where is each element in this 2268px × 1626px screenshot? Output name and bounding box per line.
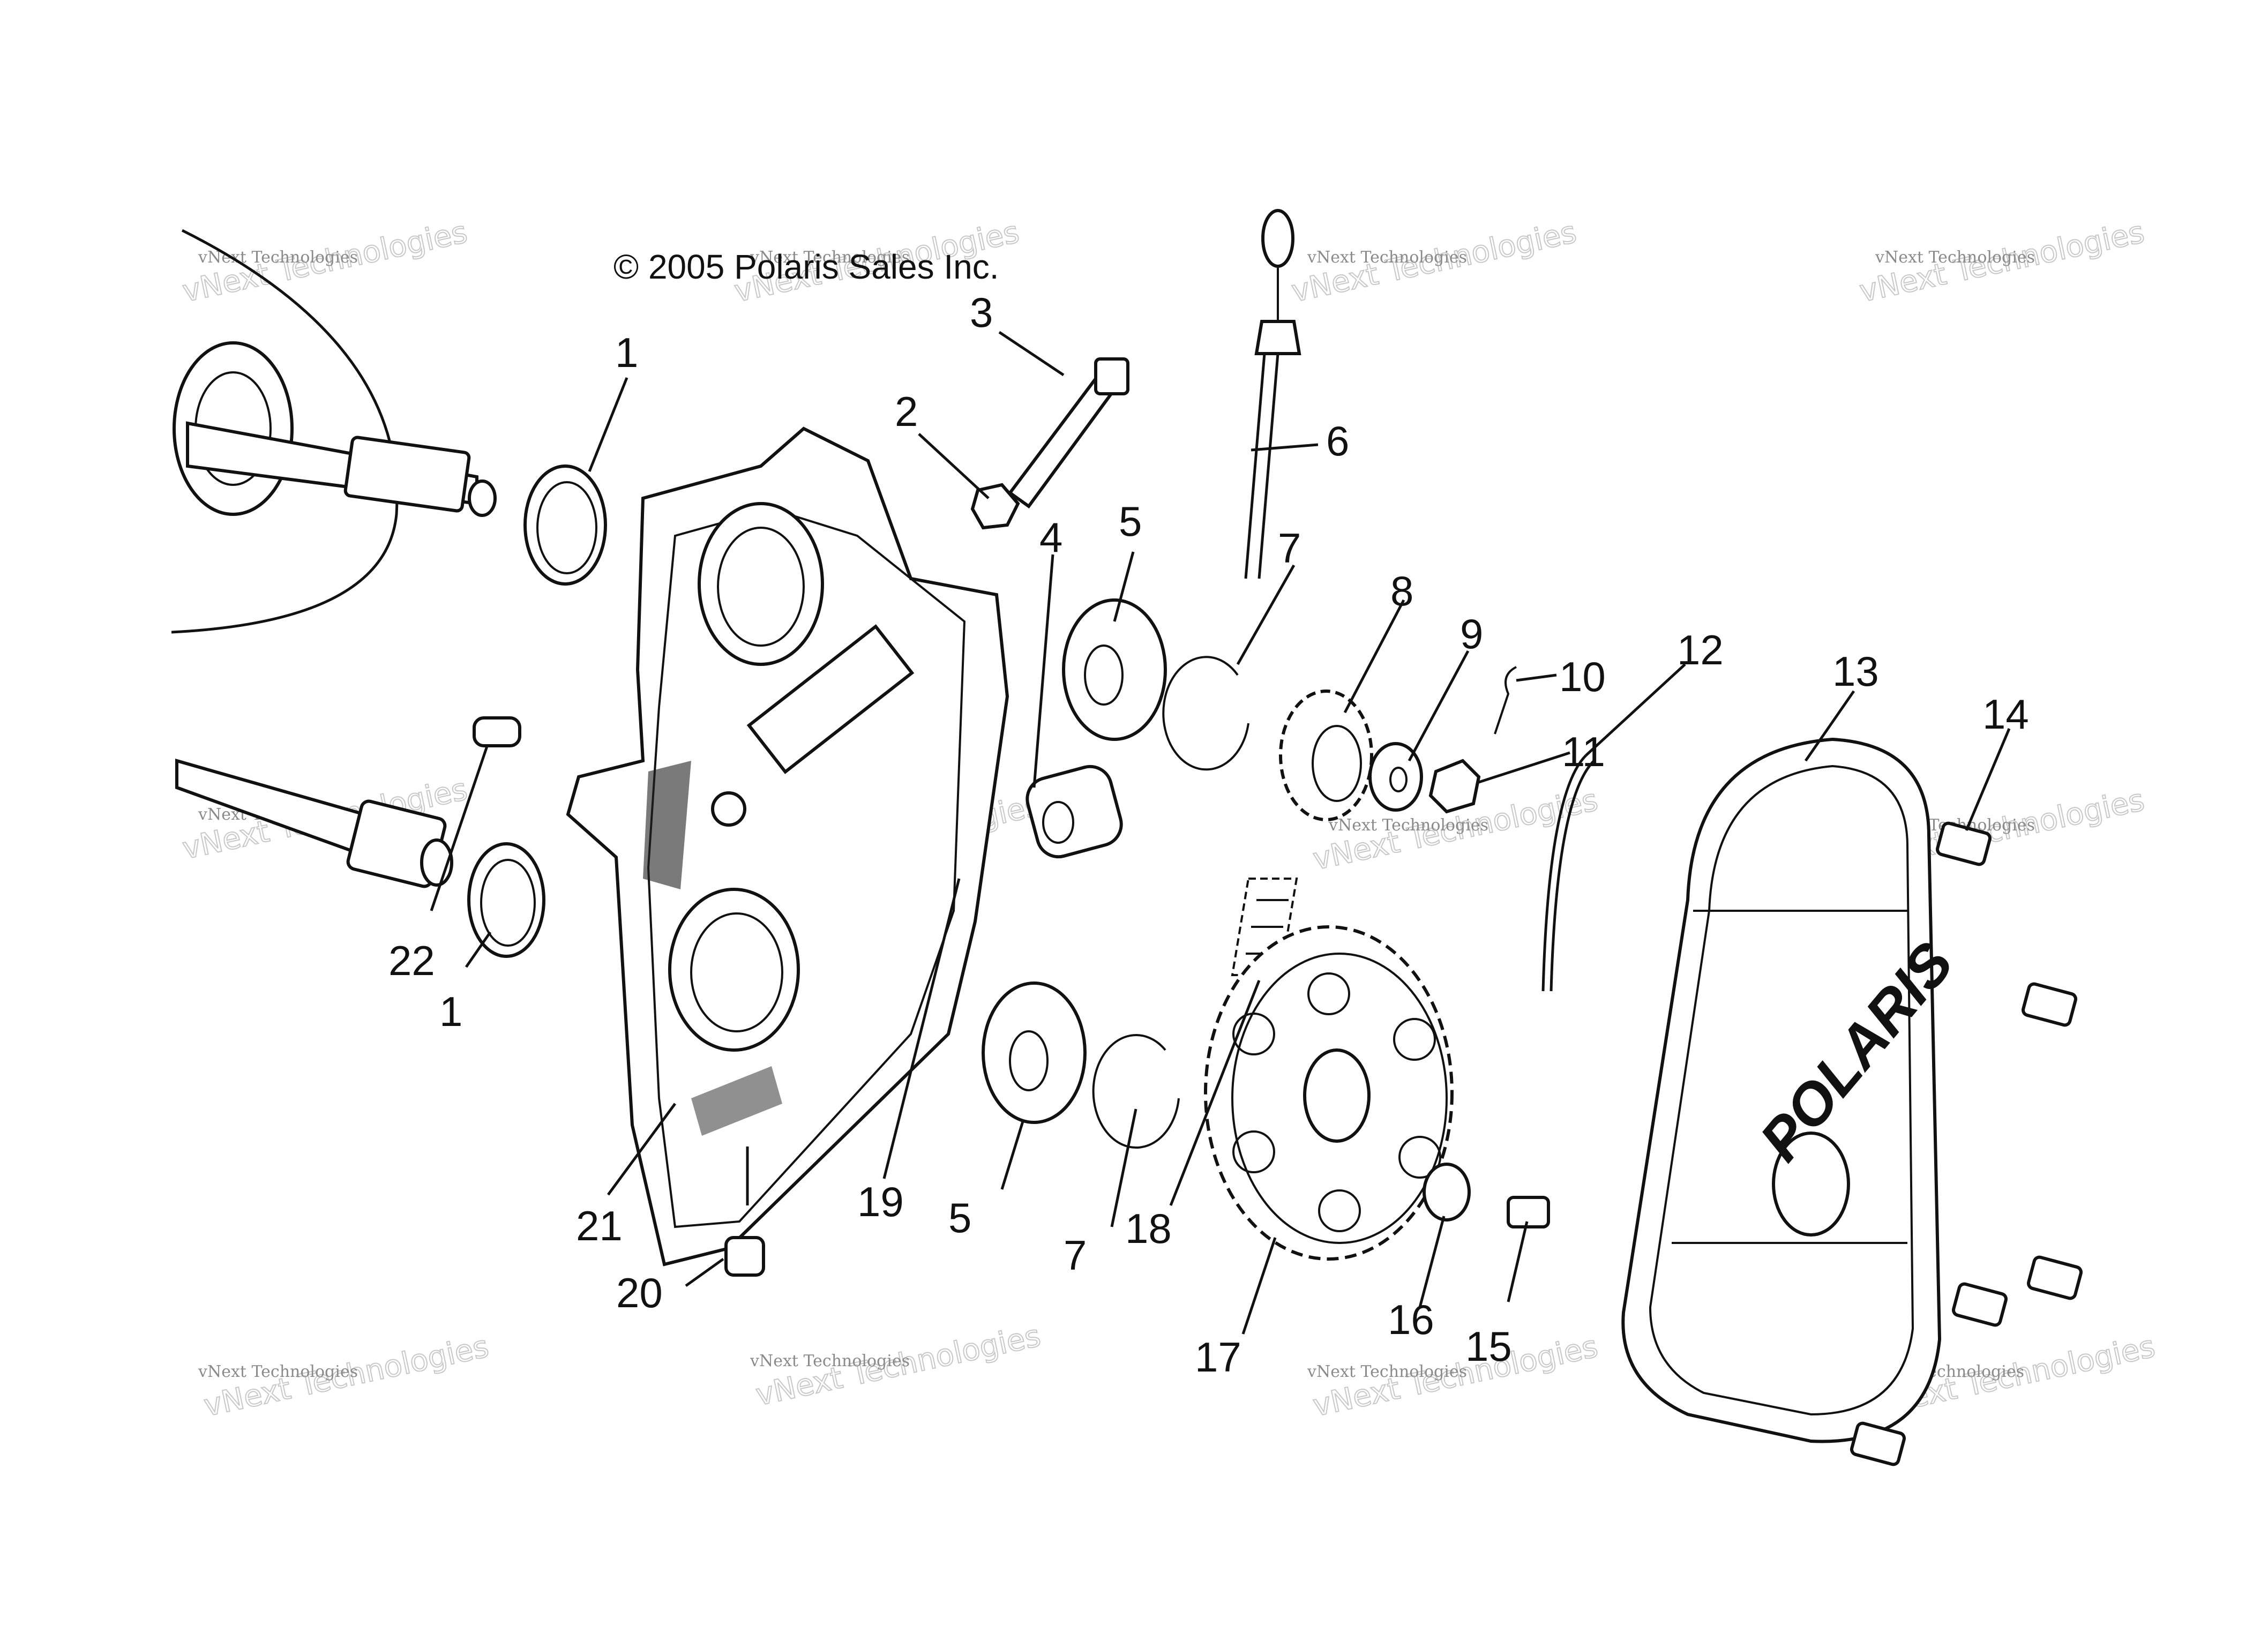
snap-ring-upper <box>1162 656 1249 771</box>
callout-19: 19 <box>857 1178 904 1225</box>
watermark-text: vNext Technologies <box>1307 1362 1467 1381</box>
gear-washer-drawing <box>1423 1163 1471 1222</box>
callout-10: 10 <box>1559 653 1606 700</box>
watermark-text: vNext Technologies <box>1328 816 1488 835</box>
leader-lines <box>430 331 2011 1335</box>
callout-7-upper: 7 <box>1278 524 1301 572</box>
bearing-lower <box>982 981 1087 1124</box>
callout-7-lower: 7 <box>1064 1232 1087 1279</box>
watermark-text: vNext Technologies <box>1875 248 2035 267</box>
callout-3: 3 <box>970 289 993 336</box>
chaincase-cover-drawing: POLARIS <box>1621 737 1966 1443</box>
cover-bolts-drawing <box>1850 821 2083 1466</box>
bearing-upper <box>1062 598 1167 741</box>
tensioner-drawing <box>1026 765 1123 859</box>
copyright-text: © 2005 Polaris Sales Inc. <box>613 248 999 286</box>
watermark-text: vNext Technologies <box>750 1352 910 1370</box>
callout-1-lower: 1 <box>439 988 462 1035</box>
callout-8: 8 <box>1390 567 1413 615</box>
callout-16: 16 <box>1388 1296 1434 1343</box>
watermark-text: vNext Technologies <box>750 248 910 267</box>
bolt-drawing <box>1007 357 1129 509</box>
callout-6: 6 <box>1326 417 1349 464</box>
callout-14: 14 <box>1982 691 2029 738</box>
callout-5-lower: 5 <box>948 1194 971 1241</box>
cover-seal-drawing <box>1541 754 1587 992</box>
callout-1-upper: 1 <box>615 329 638 376</box>
seal-upper <box>523 464 607 586</box>
watermark-text: vNext Technologies <box>1307 248 1467 267</box>
snap-ring-lower <box>1092 1034 1180 1149</box>
callout-labels: 1 1 2 3 4 5 5 6 7 7 8 9 10 11 12 13 14 1… <box>388 289 2029 1381</box>
callout-2: 2 <box>895 388 918 435</box>
callout-20: 20 <box>616 1269 663 1316</box>
callout-13: 13 <box>1832 648 1879 695</box>
dowel-pin-drawing <box>473 716 521 747</box>
chaincase-housing-drawing <box>566 426 1009 1267</box>
callout-4: 4 <box>1039 514 1062 561</box>
cotter-pin-drawing <box>1494 666 1517 735</box>
seal-lower <box>467 842 545 958</box>
callout-22: 22 <box>388 937 435 984</box>
watermark-text: vNext Technologies <box>198 248 358 267</box>
drain-plug-drawing <box>724 1236 765 1277</box>
callout-15: 15 <box>1465 1323 1512 1370</box>
washer-hole <box>1389 767 1408 792</box>
callout-21: 21 <box>576 1202 623 1249</box>
watermark-text: vNext Technologies <box>198 1362 358 1381</box>
gear-drawing <box>1204 925 1454 1261</box>
gear-bolt-drawing <box>1507 1196 1550 1228</box>
sprocket-drawing <box>1279 690 1373 821</box>
brake-disc-drawing <box>171 229 497 634</box>
cover-seal-inner <box>1550 760 1595 992</box>
dipstick-drawing <box>1244 209 1301 579</box>
callout-11: 11 <box>1562 728 1605 775</box>
callout-18: 18 <box>1125 1205 1172 1252</box>
callout-5-upper: 5 <box>1119 498 1142 545</box>
callout-9: 9 <box>1460 610 1483 657</box>
callout-12: 12 <box>1677 626 1724 673</box>
castle-nut-drawing <box>1428 759 1481 814</box>
callout-17: 17 <box>1195 1333 1241 1381</box>
